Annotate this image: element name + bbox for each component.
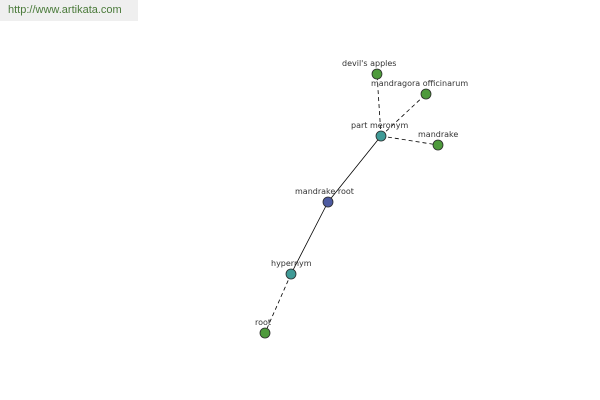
node-label-mandrake: mandrake (418, 130, 458, 139)
node-label-root: root (255, 318, 271, 327)
node-part-meronym[interactable]: part meronym (351, 121, 408, 142)
node-marker-mandragora-officinarum[interactable] (420, 88, 432, 100)
node-marker-devils-apples[interactable] (371, 68, 383, 80)
node-devils-apples[interactable]: devil's apples (342, 59, 396, 80)
node-mandrake[interactable]: mandrake (418, 130, 458, 151)
node-mandragora-officinarum[interactable]: mandragora officinarum (371, 79, 468, 100)
node-label-mandragora-officinarum: mandragora officinarum (371, 79, 468, 88)
node-marker-part-meronym[interactable] (375, 130, 387, 142)
node-marker-hypernym[interactable] (285, 268, 297, 280)
node-hypernym[interactable]: hypernym (271, 259, 312, 280)
graph-edges (264, 73, 439, 334)
node-root[interactable]: root (255, 318, 271, 339)
node-marker-mandrake-root[interactable] (322, 196, 334, 208)
node-label-hypernym: hypernym (271, 259, 312, 268)
node-marker-root[interactable] (259, 327, 271, 339)
node-label-part-meronym: part meronym (351, 121, 408, 130)
source-url-banner: http://www.artikata.com (0, 0, 138, 21)
edge-mandrake-root-to-part-meronym (327, 135, 382, 203)
edge-part-meronym-to-mandrake (380, 135, 439, 146)
node-mandrake-root[interactable]: mandrake root (295, 187, 354, 208)
node-label-mandrake-root: mandrake root (295, 187, 354, 196)
node-marker-mandrake[interactable] (432, 139, 444, 151)
node-label-devils-apples: devil's apples (342, 59, 396, 68)
graph-nodes: mandrake root part meronym hypernym devil's… (255, 59, 468, 339)
edge-hypernym-to-root (264, 273, 292, 334)
edge-part-meronym-to-mandragora-officinarum (380, 93, 427, 137)
edge-mandrake-root-to-hypernym (290, 201, 329, 275)
edge-part-meronym-to-devils-apples (376, 73, 382, 137)
